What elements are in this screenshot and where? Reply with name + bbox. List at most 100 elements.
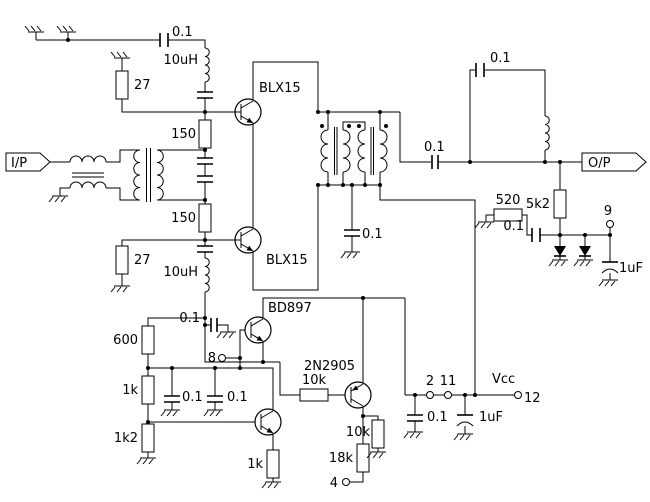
label-cap-centertap: 0.1 (362, 227, 383, 242)
capacitor-bias-right (531, 228, 541, 242)
phase-dot (384, 124, 388, 128)
input-transformer-secondary (156, 149, 164, 201)
label-res-1k2: 1k2 (114, 431, 138, 446)
label-vcc: Vcc (492, 372, 515, 387)
capacitor-bias-topleft (159, 33, 169, 47)
resistor-150-lower (198, 203, 212, 233)
input-transformer-primary (133, 149, 141, 201)
ground-symbol (573, 259, 594, 267)
capacitor-centertap (344, 229, 360, 237)
transistor-q3-bd897 (244, 316, 272, 344)
diode-right (579, 246, 591, 257)
wires (35, 32, 611, 483)
capacitor-base-a (197, 91, 213, 99)
label-choke-lower: 10uH (163, 265, 198, 280)
resistor-27-upper (115, 70, 129, 100)
capacitor-bias-b-low (207, 395, 223, 403)
label-transistor-q2: BLX15 (266, 253, 308, 268)
connector-input: I/P (5, 152, 51, 172)
ground-symbol (453, 433, 474, 441)
ground-symbol (340, 251, 361, 259)
label-res-1k-q5: 1k (247, 457, 263, 472)
connector-output: O/P (581, 152, 647, 172)
label-cap-output: 0.1 (424, 140, 445, 155)
resistor-10k-v (371, 419, 385, 449)
capacitor-topright (475, 63, 485, 77)
resistor-27-lower (115, 245, 129, 275)
input-label: I/P (11, 156, 27, 171)
pin-12-terminal (514, 391, 522, 399)
resistor-5k2 (553, 189, 567, 219)
label-pin-4: 4 (330, 476, 338, 491)
ground-symbol (548, 259, 569, 267)
transistor-q4-2n2905 (344, 381, 372, 409)
label-res-27-lower: 27 (134, 253, 151, 268)
ground-symbol (110, 51, 131, 59)
capacitor-base-c (197, 175, 213, 183)
ground-symbol (216, 331, 237, 339)
capacitor-q3 (210, 318, 218, 332)
label-res-1k-upper: 1k (122, 383, 138, 398)
ground-symbol (203, 409, 224, 417)
label-res-18k: 18k (329, 451, 354, 466)
label-res-10k-v: 10k (346, 425, 371, 440)
label-cap-q3: 0.1 (179, 311, 200, 326)
label-cap-1uf-right: 1uF (619, 261, 643, 276)
label-pin-9: 9 (604, 204, 612, 219)
resistor-520 (493, 208, 523, 222)
diodes (554, 246, 591, 257)
label-cap-topright: 0.1 (490, 51, 511, 66)
ground-symbol (261, 481, 282, 489)
phase-dot (320, 124, 324, 128)
choke-lower-10uh (204, 257, 210, 293)
capacitor-1uf-right-curve (601, 268, 619, 274)
resistor-1k-upper (141, 375, 155, 405)
ground-symbol (598, 279, 619, 287)
output-transformer-core (334, 127, 374, 175)
transistor-q5 (254, 408, 282, 436)
transistor-q1-blx15 (234, 98, 262, 126)
label-transistor-q4: 2N2905 (304, 359, 355, 374)
input-coil-lower (69, 181, 107, 189)
output-label: O/P (588, 156, 611, 171)
ground-symbol (136, 457, 157, 465)
label-cap-bias-a: 0.1 (182, 390, 203, 405)
pin-8-terminal (218, 354, 226, 362)
pin-2-terminal (426, 391, 434, 399)
phase-dot (347, 124, 351, 128)
output-transformer-w1 (320, 129, 329, 173)
resistor-18k (356, 443, 370, 473)
label-res-5k2: 5k2 (526, 197, 550, 212)
resistors (115, 70, 567, 479)
input-coil-upper (69, 155, 107, 163)
transistor-q2-blx15 (234, 226, 262, 254)
label-pin-11: 11 (440, 374, 457, 389)
label-cap-1uf-vcc: 1uF (479, 410, 503, 425)
capacitor-vcc (407, 414, 423, 422)
label-res-10k-h: 10k (302, 373, 327, 388)
label-res-150-upper: 150 (171, 127, 196, 142)
capacitor-bias-a-low (164, 395, 180, 403)
ground-symbol (474, 221, 495, 229)
output-filter-coil (544, 115, 550, 151)
pin-9-terminal (606, 220, 614, 228)
resistor-1k2 (141, 423, 155, 453)
label-cap-vcc: 0.1 (427, 410, 448, 425)
phase-dot (357, 124, 361, 128)
label-cap-bias-topleft: 0.1 (172, 25, 193, 40)
label-pin-12: 12 (524, 391, 541, 406)
label-pin-8: 8 (208, 351, 216, 366)
capacitor-1uf-vcc-curve (456, 421, 474, 427)
ground-symbol (48, 195, 69, 203)
inductors (69, 47, 550, 293)
label-cap-bias-b: 0.1 (227, 390, 248, 405)
transistors (234, 98, 372, 436)
resistor-600 (141, 325, 155, 355)
resistor-150-upper (198, 119, 212, 149)
input-balun-core (72, 172, 104, 178)
label-res-27-upper: 27 (134, 78, 151, 93)
ground-symbol (56, 25, 77, 33)
pin-4-terminal (342, 478, 350, 486)
